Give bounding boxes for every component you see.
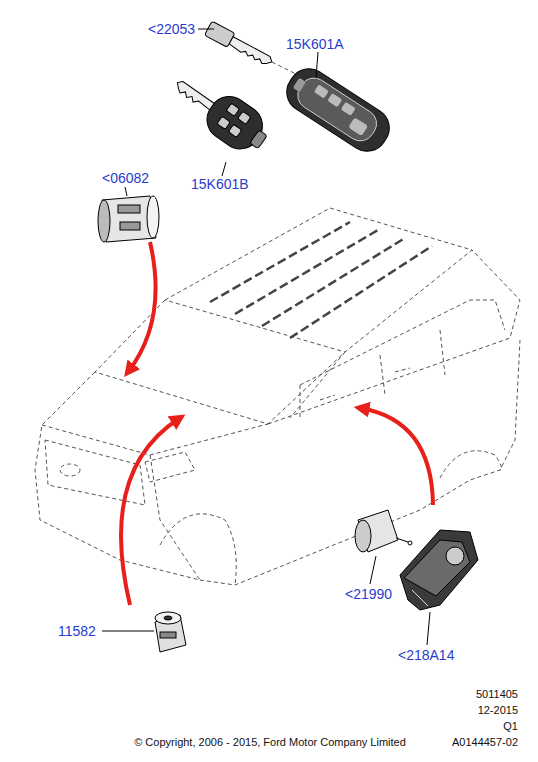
label-anchor: <21990 <box>345 585 392 603</box>
part-number: 15K601A <box>286 36 344 52</box>
location-arrows <box>121 242 433 605</box>
callout-number: <21990 <box>345 586 392 602</box>
leader-lines <box>102 29 430 645</box>
illustration-number: A0144457-02 <box>452 736 518 748</box>
remote-fob <box>279 61 397 159</box>
label-anchor: 12-2015 <box>478 700 518 718</box>
label-anchor: A0144457-02 <box>452 732 518 750</box>
cylinder-cover <box>400 530 478 610</box>
lock-cylinder <box>98 196 159 242</box>
label-anchor: 15K601B <box>191 175 249 193</box>
part-number: 15K601B <box>191 176 249 192</box>
label-anchor: 15K601A <box>286 35 344 53</box>
ignition-cylinder <box>155 612 186 652</box>
label-anchor: 11582 <box>58 622 96 640</box>
callout-number: <22053 <box>148 21 195 37</box>
label-anchor: <06082 <box>102 169 149 187</box>
callout-number: <218A14 <box>398 647 454 663</box>
label-anchor: 5011405 <box>476 684 518 702</box>
remote-head-key <box>165 65 275 161</box>
door-cylinder <box>355 510 412 552</box>
label-anchor: <22053 <box>148 20 195 38</box>
roof-rails <box>210 222 432 338</box>
document-number: 5011405 <box>476 688 518 700</box>
date-code: 12-2015 <box>478 704 518 716</box>
vehicle-outline <box>35 208 520 585</box>
part-number: 11582 <box>58 623 96 639</box>
label-anchor: © Copyright, 2006 - 2015, Ford Motor Com… <box>134 732 406 750</box>
key-blade <box>204 21 275 69</box>
revision-code: Q1 <box>503 720 518 732</box>
copyright-note: © Copyright, 2006 - 2015, Ford Motor Com… <box>134 736 406 748</box>
label-anchor: Q1 <box>503 716 518 734</box>
callout-number: <06082 <box>102 170 149 186</box>
label-anchor: <218A14 <box>398 646 454 664</box>
